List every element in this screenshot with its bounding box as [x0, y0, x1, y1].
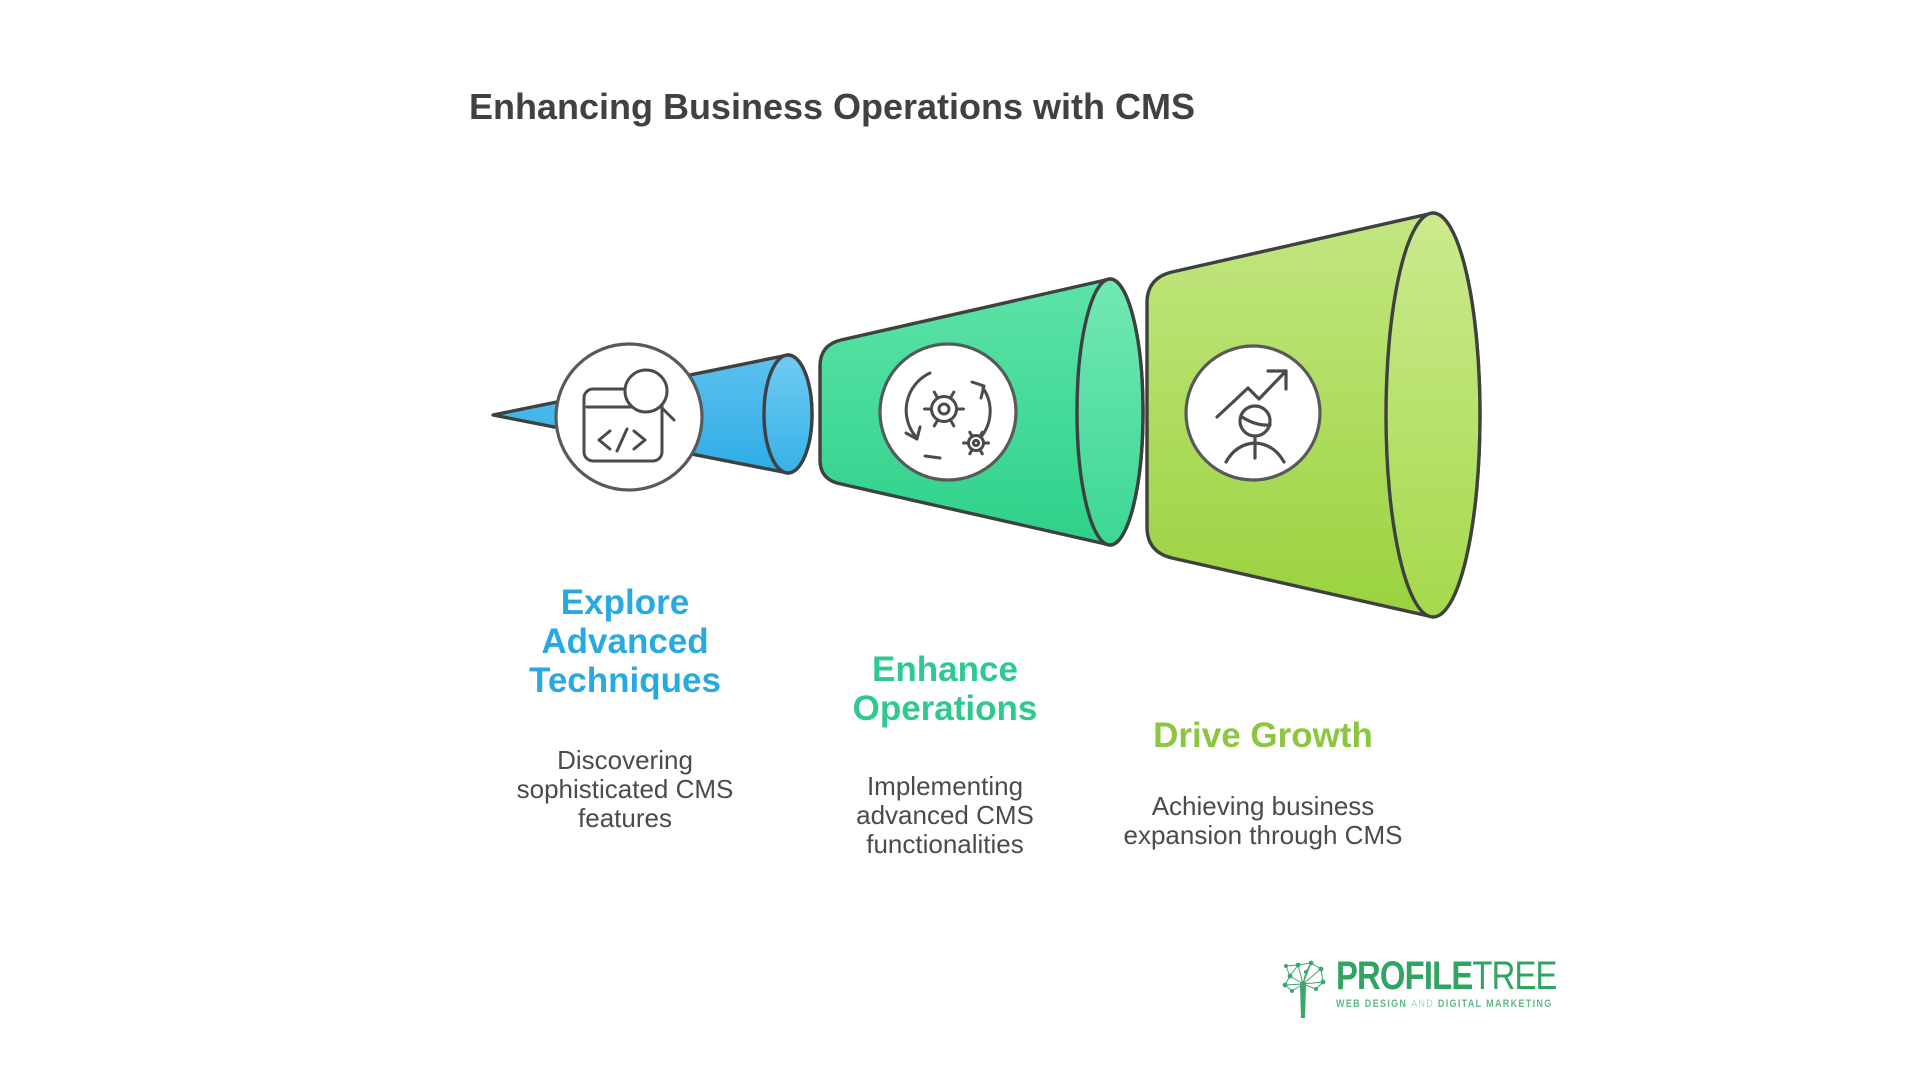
- logo-brand-profile: PROFILE: [1336, 954, 1473, 998]
- logo-tagline: WEB DESIGN AND DIGITAL MARKETING: [1336, 999, 1557, 1010]
- growth-arrow-person-icon: [1184, 344, 1322, 482]
- stage-enhance-description: Implementing advanced CMS functionalitie…: [856, 771, 1034, 859]
- logo-tagline-right: DIGITAL MARKETING: [1437, 998, 1553, 1010]
- stage-explore: Explore Advanced Techniques Discovering …: [465, 583, 785, 833]
- profiletree-logo: PROFILETREE WEB DESIGN AND DIGITAL MARKE…: [1278, 956, 1605, 1020]
- logo-tagline-and: AND: [1411, 998, 1435, 1010]
- logo-text: PROFILETREE WEB DESIGN AND DIGITAL MARKE…: [1336, 956, 1557, 1010]
- stage-explore-description: Discovering sophisticated CMS features: [516, 745, 734, 833]
- logo-brand: PROFILETREE: [1336, 956, 1557, 996]
- stage-growth-description: Achieving business expansion through CMS: [1123, 791, 1403, 850]
- stage-growth: Drive Growth Achieving business expansio…: [1103, 716, 1423, 850]
- cone-enhance-cap: [1075, 277, 1145, 547]
- logo-brand-tree: TREE: [1472, 954, 1557, 998]
- stage-enhance-heading: Enhance Operations: [852, 650, 1038, 728]
- stage-explore-heading: Explore Advanced Techniques: [529, 583, 721, 700]
- code-search-icon: [554, 342, 704, 492]
- cone-growth-cap: [1384, 211, 1482, 619]
- gears-cycle-icon: [878, 342, 1018, 482]
- stage-enhance: Enhance Operations Implementing advanced…: [785, 650, 1105, 859]
- page-title: Enhancing Business Operations with CMS: [468, 86, 1196, 127]
- logo-tagline-left: WEB DESIGN: [1336, 998, 1408, 1010]
- stage-growth-heading: Drive Growth: [1153, 716, 1373, 755]
- tree-network-icon: [1282, 960, 1326, 1018]
- icon-circle-explore: [554, 342, 704, 492]
- cone-explore-cap: [762, 353, 814, 475]
